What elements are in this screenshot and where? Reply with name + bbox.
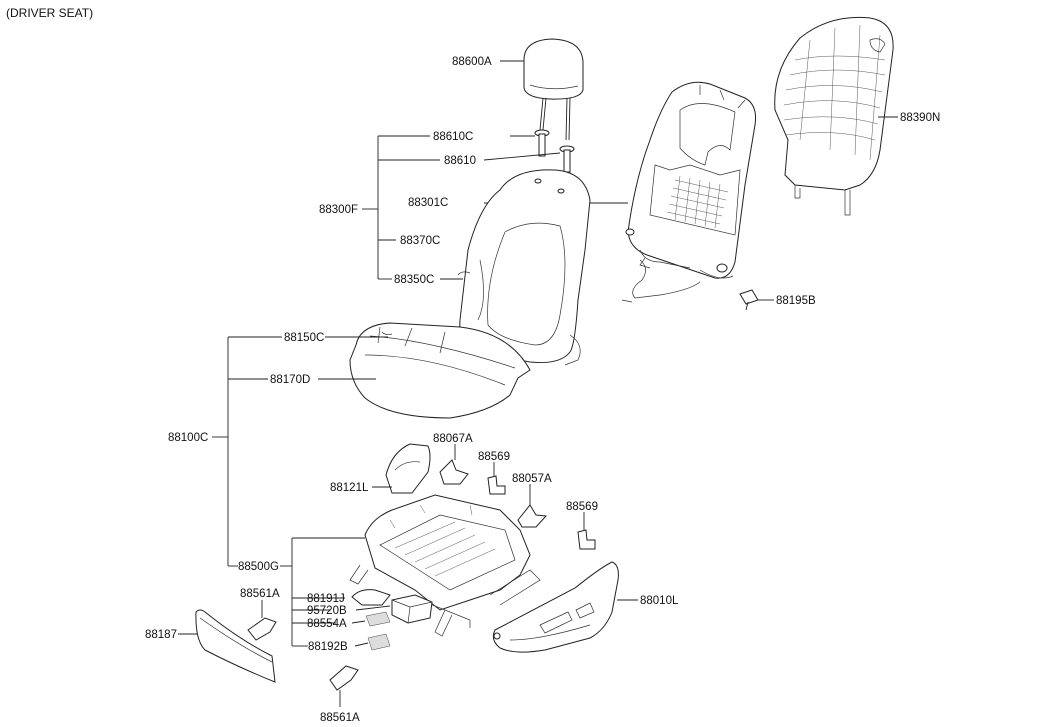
cover-88561A-upper-part: [247, 617, 277, 641]
pad-88554A-part: [365, 611, 391, 627]
label-88067A: 88067A: [433, 433, 473, 445]
seat-back-cushion-part: [457, 169, 591, 366]
label-88569b: 88569: [566, 501, 598, 513]
label-88150C: 88150C: [284, 332, 324, 344]
bracket-88067A-part: [439, 459, 469, 485]
label-88187: 88187: [145, 629, 177, 641]
label-88370C: 88370C: [400, 235, 440, 247]
seat-back-cover-part: [774, 16, 894, 216]
label-88100C: 88100C: [168, 432, 208, 444]
pad-88192B-part: [367, 633, 391, 651]
seat-back-frame-part: [621, 81, 756, 303]
bolt-part: [739, 289, 759, 311]
label-88610C: 88610C: [433, 131, 473, 143]
label-88191J: 88191J: [307, 593, 345, 605]
label-88610: 88610: [444, 155, 476, 167]
bracket-88057A-part: [517, 504, 548, 528]
label-88390N: 88390N: [900, 112, 940, 124]
module-95720B-part: [391, 594, 433, 624]
label-88554A: 88554A: [307, 618, 347, 630]
label-88057A: 88057A: [512, 473, 552, 485]
label-88561A-lower: 88561A: [320, 712, 360, 724]
label-88600A: 88600A: [452, 56, 492, 68]
label-88301C: 88301C: [408, 197, 448, 209]
front-trim-88187-part: [195, 609, 276, 683]
label-88569a: 88569: [478, 451, 510, 463]
shield-cover-88121L-part: [385, 443, 431, 494]
seat-frame-track-part: [349, 494, 541, 637]
headrest-part: [523, 38, 584, 141]
label-88195B: 88195B: [776, 295, 816, 307]
clip-88569b-part: [577, 529, 596, 550]
leader-88100C: [212, 336, 388, 567]
label-88561A-upper: 88561A: [240, 588, 280, 600]
label-88010L: 88010L: [640, 595, 679, 607]
headrest-guide-part: [534, 129, 575, 173]
label-88121L: 88121L: [330, 482, 369, 494]
sensor-88191J-part: [351, 589, 391, 606]
clip-88569a-part: [487, 475, 506, 495]
label-88300F: 88300F: [319, 204, 358, 216]
label-88170D: 88170D: [270, 374, 310, 386]
cover-88561A-lower-part: [329, 665, 359, 691]
side-cover-88010L-part: [492, 561, 619, 653]
diagram-title: (DRIVER SEAT): [6, 6, 93, 20]
label-88350C: 88350C: [394, 274, 434, 286]
label-88500G: 88500G: [238, 561, 279, 573]
label-95720B: 95720B: [307, 605, 347, 617]
leader-88500G: [280, 537, 391, 647]
label-88192B: 88192B: [308, 641, 348, 653]
